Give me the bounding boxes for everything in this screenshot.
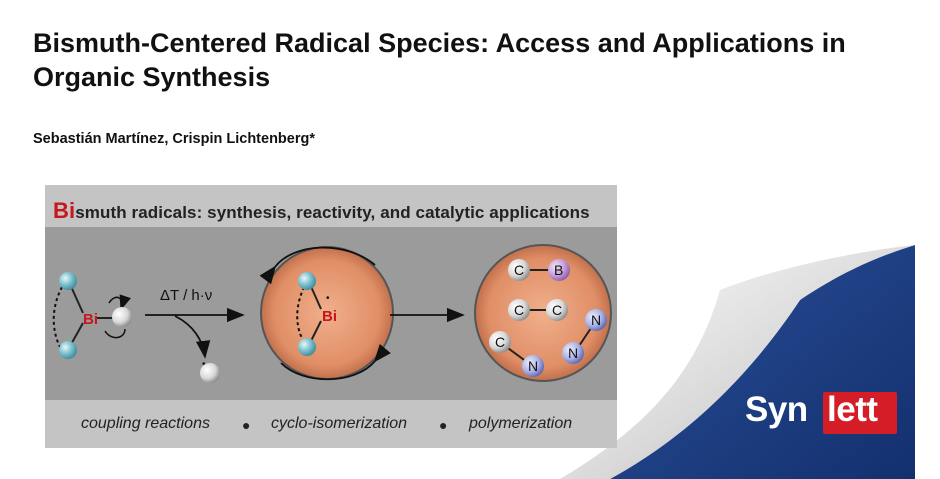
paper-title: Bismuth-Centered Radical Species: Access… — [33, 28, 846, 92]
synlett-logo: Syn lett — [745, 390, 897, 435]
footer-cycloisomerization: cyclo-isomerization — [271, 415, 408, 432]
bismuth-symbol: Bi — [53, 198, 76, 223]
svg-text:N: N — [591, 312, 601, 328]
svg-text:C: C — [495, 334, 505, 350]
svg-text:B: B — [554, 262, 563, 278]
reaction-scheme: Bi ΔT / h·ν • Bi • C B C C — [52, 244, 612, 383]
graphic-header-text: smuth radicals: synthesis, reactivity, a… — [75, 203, 590, 222]
footer-bullet: ● — [439, 417, 448, 433]
released-radical-atom — [200, 363, 220, 383]
conditions-label: ΔT / h·ν — [160, 287, 212, 304]
svg-text:C: C — [552, 302, 562, 318]
graphic-header: Bismuth radicals: synthesis, reactivity,… — [45, 185, 617, 227]
svg-text:•: • — [326, 293, 330, 304]
footer-coupling: coupling reactions — [81, 415, 210, 432]
ligand-atom-top — [59, 272, 77, 290]
bismuth-label: Bi — [83, 311, 98, 328]
ligand-atom-bottom — [59, 341, 77, 359]
svg-text:C: C — [514, 302, 524, 318]
svg-text:N: N — [568, 345, 578, 361]
footer-polymerization: polymerization — [469, 415, 573, 432]
svg-text:N: N — [528, 358, 538, 374]
graphic-footer: coupling reactions ● cyclo-isomerization… — [45, 400, 617, 448]
footer-bullet: ● — [242, 417, 251, 433]
graphical-abstract: Bismuth radicals: synthesis, reactivity,… — [45, 185, 617, 448]
paper-authors: Sebastián Martínez, Crispin Lichtenberg* — [33, 131, 315, 147]
svg-text:•: • — [202, 359, 206, 370]
svg-text:Bi: Bi — [322, 308, 337, 325]
svg-text:C: C — [514, 262, 524, 278]
leaving-group-atom — [112, 307, 132, 327]
